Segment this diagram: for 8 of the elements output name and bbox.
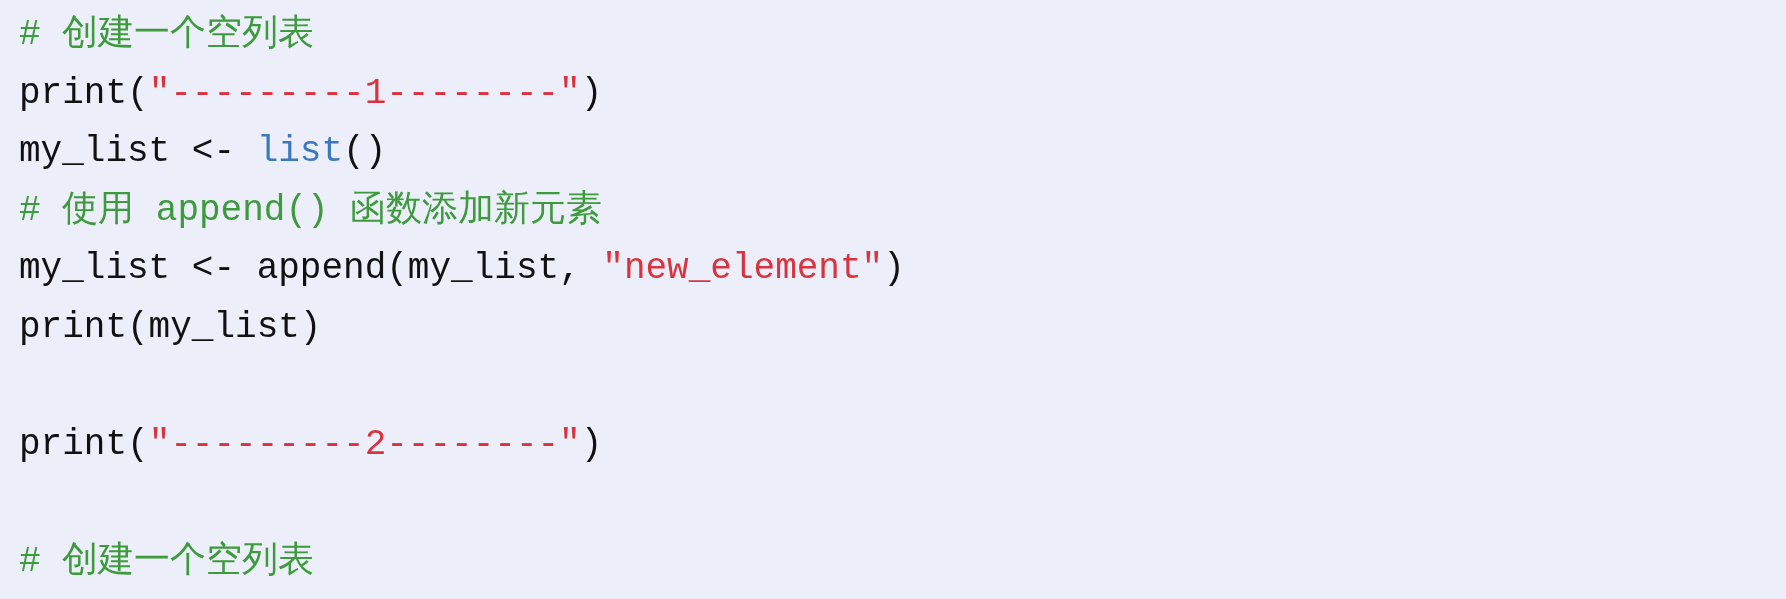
code-line: print("---------1--------") (19, 71, 603, 116)
code-line: print("---------2--------") (19, 422, 603, 467)
code-comment: # 创建一个空列表 (19, 13, 315, 57)
code-line: print(my_list) (19, 305, 322, 350)
code-comment: # 使用 append() 函数添加新元素 (19, 188, 603, 233)
code-line: my_list <- append(my_list, "new_element") (19, 247, 905, 291)
code-line: my_list <- list() (19, 130, 387, 174)
code-comment: # 创建一个空列表 (19, 539, 315, 584)
